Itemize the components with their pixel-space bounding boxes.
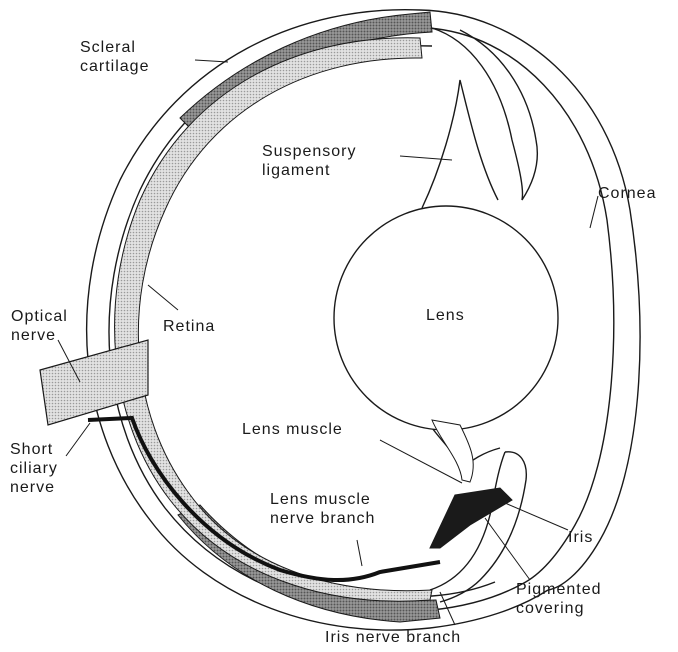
label-scleral-cartilage: Scleral cartilage bbox=[80, 38, 149, 76]
label-lens: Lens bbox=[426, 306, 465, 325]
label-pigmented-covering: Pigmented covering bbox=[516, 580, 602, 618]
leader-scleral-cartilage bbox=[195, 60, 228, 62]
lens-muscle bbox=[432, 420, 473, 482]
label-iris: Iris bbox=[568, 528, 593, 547]
leader-pigmented-covering bbox=[485, 518, 530, 580]
label-cornea: Cornea bbox=[598, 184, 656, 203]
leader-short-ciliary-nerve bbox=[66, 423, 90, 456]
label-lens-muscle-nerve-branch: Lens muscle nerve branch bbox=[270, 490, 375, 528]
label-optical-nerve: Optical nerve bbox=[11, 307, 68, 345]
label-suspensory-ligament: Suspensory ligament bbox=[262, 142, 357, 180]
suspensory-ligament bbox=[422, 80, 498, 208]
leader-retina bbox=[148, 285, 178, 310]
label-iris-nerve-branch: Iris nerve branch bbox=[325, 628, 461, 647]
short-ciliary-nerve bbox=[88, 418, 440, 580]
label-lens-muscle: Lens muscle bbox=[242, 420, 343, 439]
leader-lens-muscle-nerve-branch bbox=[357, 540, 362, 566]
label-short-ciliary-nerve: Short ciliary nerve bbox=[10, 440, 58, 497]
leader-cornea bbox=[590, 196, 598, 228]
label-retina: Retina bbox=[163, 317, 215, 336]
ciliary-upper bbox=[432, 28, 537, 200]
leader-suspensory-ligament bbox=[400, 156, 452, 160]
